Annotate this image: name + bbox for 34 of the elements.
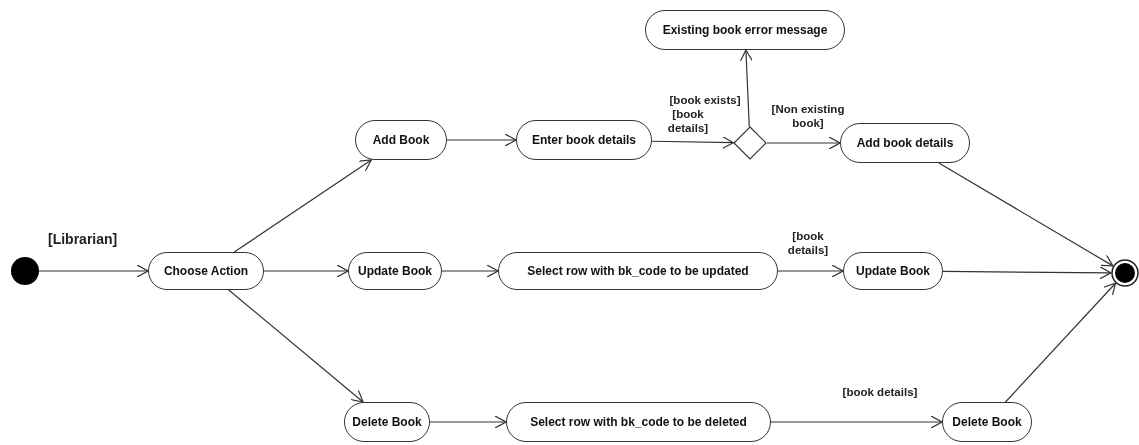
arrow: [446, 133, 517, 147]
action-node: Add Book: [355, 120, 447, 160]
arrow: [651, 135, 734, 150]
arrow: [228, 289, 364, 403]
action-node: Existing book error message: [645, 10, 845, 50]
arrow: [263, 264, 349, 278]
arrow: [938, 162, 1114, 267]
arrow: [429, 415, 507, 429]
guard-label: [book details]: [666, 108, 710, 136]
action-node: Delete Book: [344, 402, 430, 442]
arrow: [38, 264, 149, 278]
action-node: Delete Book: [942, 402, 1032, 442]
final-node: [1111, 259, 1139, 287]
arrow: [233, 159, 372, 253]
action-node: Select row with bk_code to be updated: [498, 252, 778, 290]
action-node: Enter book details: [516, 120, 652, 160]
action-node: Update Book: [843, 252, 943, 290]
guard-label: [book details]: [786, 230, 830, 258]
initial-node: [11, 257, 39, 285]
arrow: [739, 49, 753, 128]
guard-label: [Librarian]: [48, 231, 118, 248]
arrow: [766, 136, 841, 150]
guard-label: [book details]: [842, 386, 918, 400]
arrow: [441, 264, 499, 278]
action-node: Choose Action: [148, 252, 264, 290]
arrow: [777, 264, 844, 278]
action-node: Add book details: [840, 123, 970, 163]
action-node: Update Book: [348, 252, 442, 290]
arrow: [770, 415, 943, 429]
action-node: Select row with bk_code to be deleted: [506, 402, 771, 442]
decision-diamond: [733, 126, 767, 160]
arrow: [1004, 282, 1117, 403]
guard-label: [book exists]: [669, 94, 741, 108]
arrow: [942, 266, 1112, 280]
